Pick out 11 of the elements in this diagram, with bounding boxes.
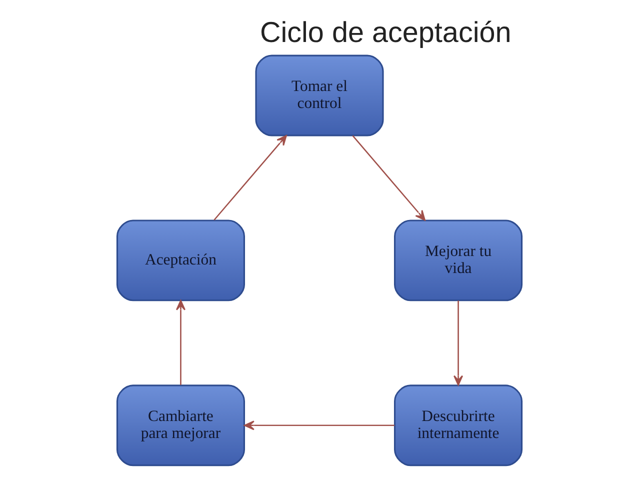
arrow bbox=[244, 420, 394, 430]
node-box: Mejorar tu vida bbox=[393, 220, 522, 302]
node-box: Aceptación bbox=[116, 220, 244, 302]
node-box: Cambiarte para mejorar bbox=[116, 384, 244, 466]
arrow bbox=[453, 300, 463, 386]
arrow bbox=[352, 135, 425, 221]
node-box: Descubrirte internamente bbox=[393, 384, 522, 466]
node-box: Tomar el control bbox=[254, 54, 384, 136]
arrow bbox=[213, 135, 286, 220]
diagram-title: Ciclo de aceptación bbox=[259, 16, 511, 49]
arrow bbox=[175, 300, 185, 385]
